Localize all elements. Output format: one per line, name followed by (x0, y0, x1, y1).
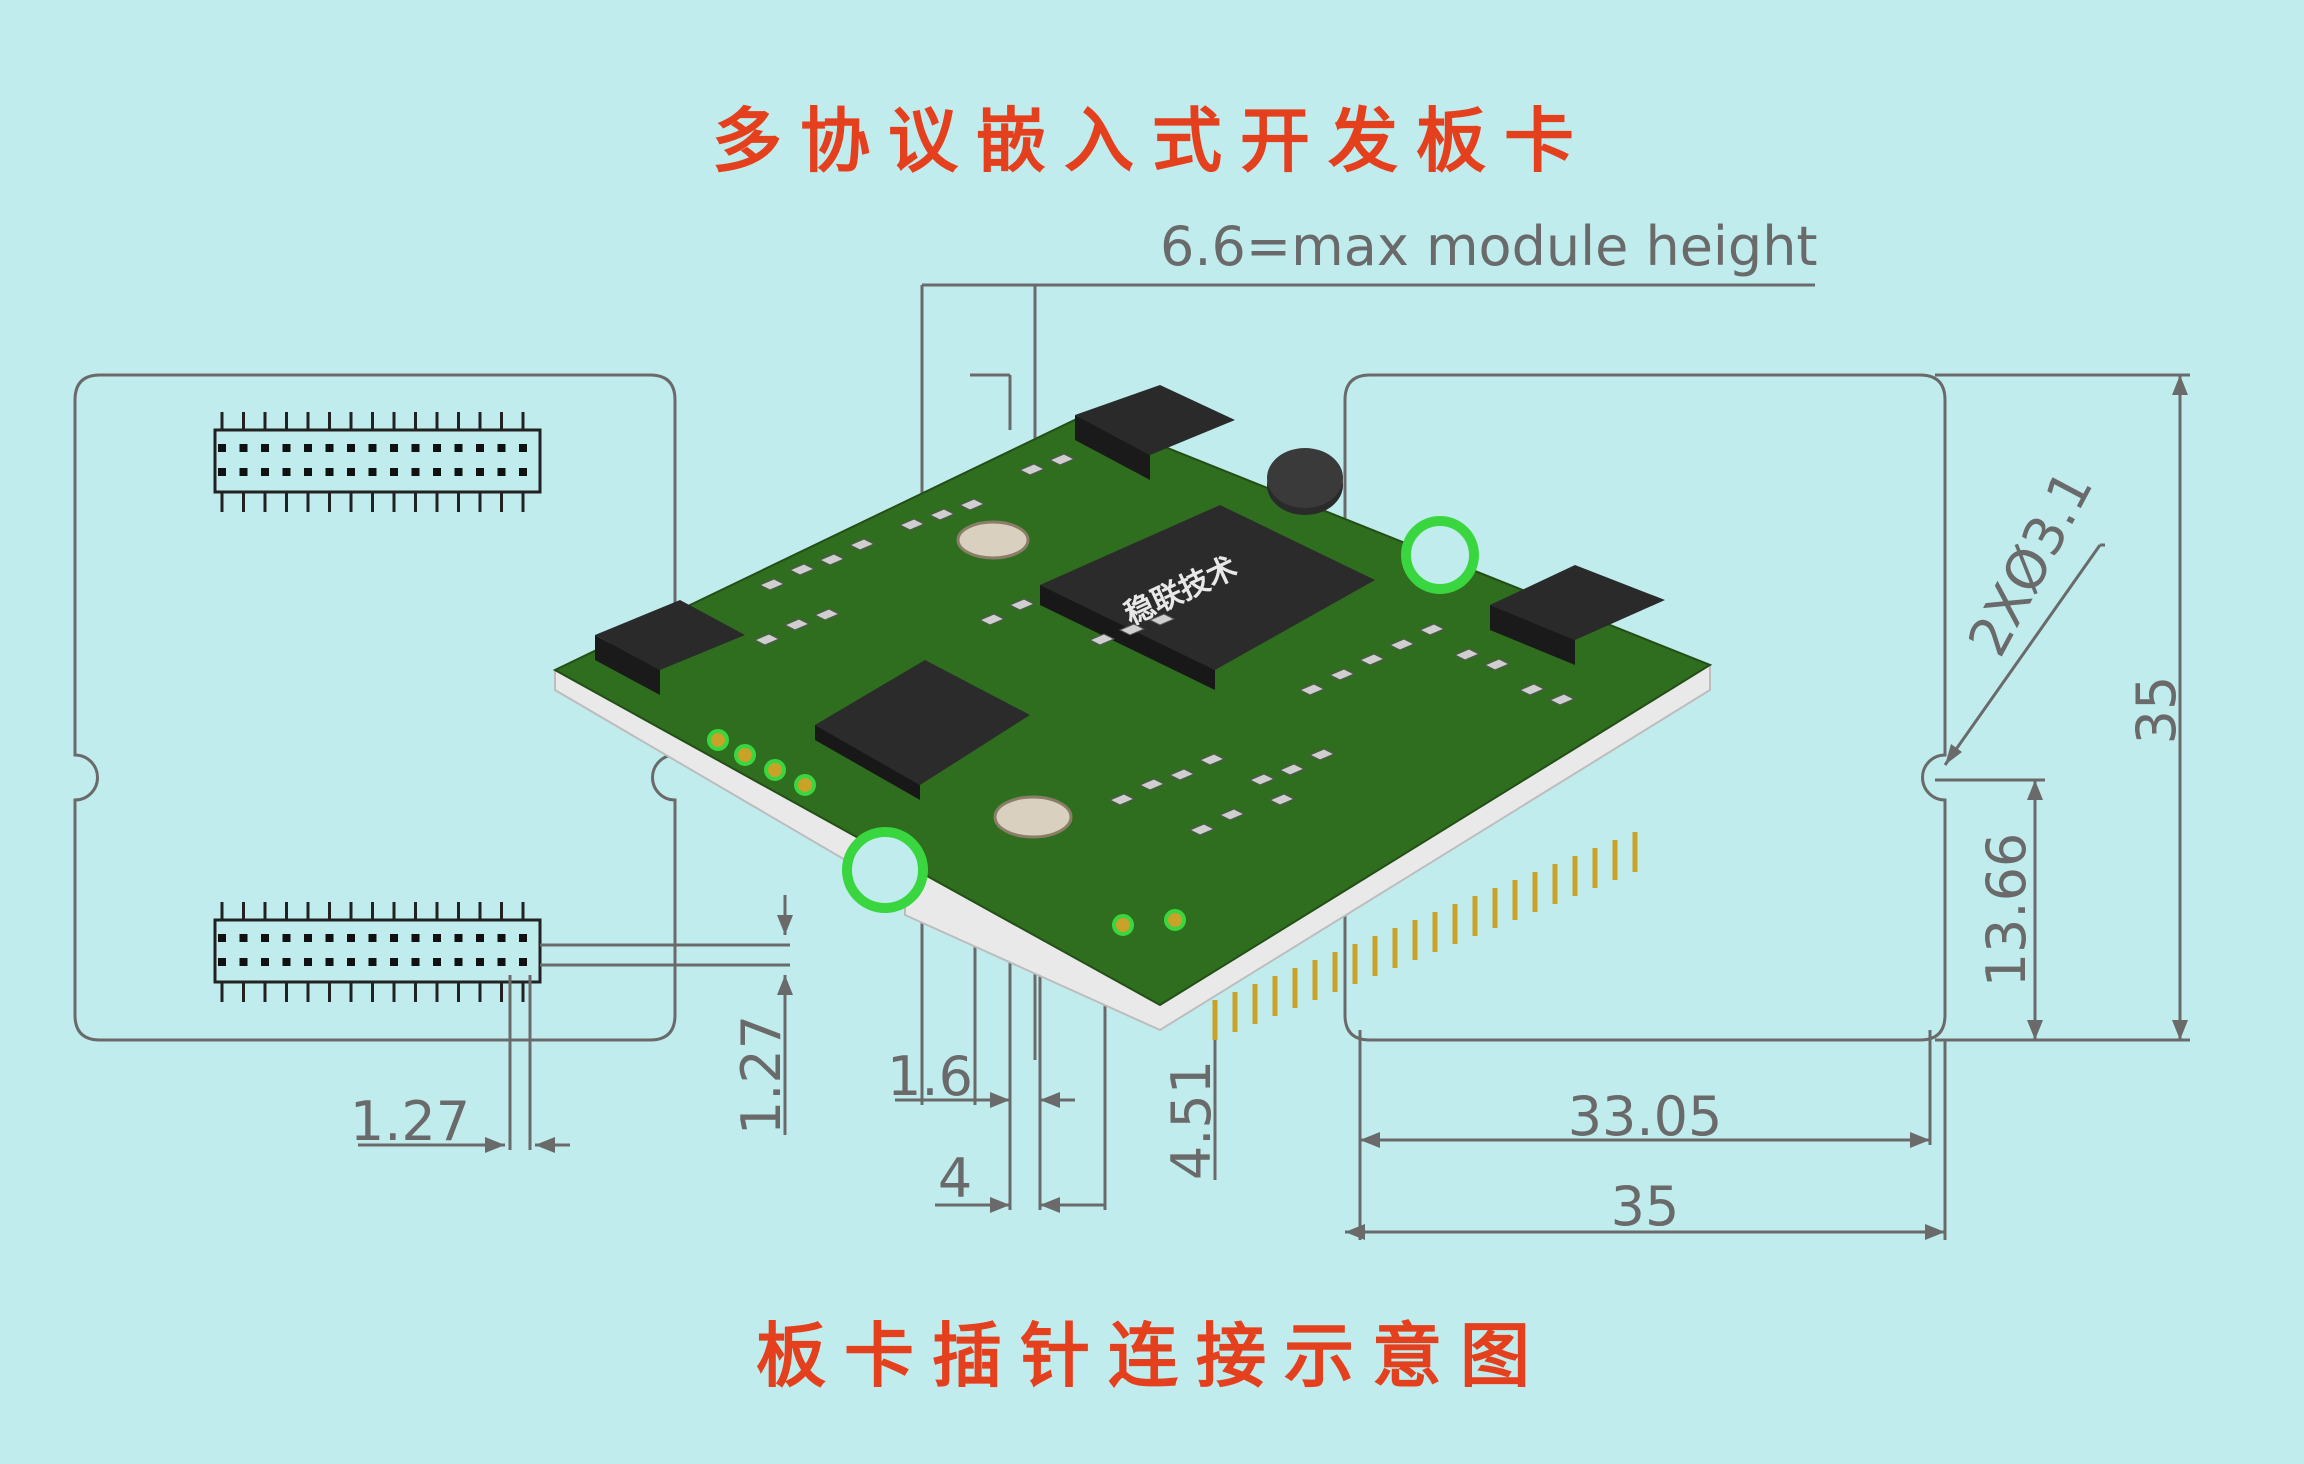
ic-power-left (595, 600, 745, 695)
dim-pin-total: 4.51 (1160, 1060, 1223, 1180)
dim-pin-pitch-h: 1.27 (350, 1090, 470, 1153)
dim-height-outer: 35 (2125, 676, 2188, 745)
dim-max-height: 6.6=max module height (1160, 215, 1818, 278)
left-dimension-lines (358, 895, 790, 1150)
crystal-oscillators (956, 520, 1073, 839)
right-dimension-lines (1345, 373, 2190, 1240)
dim-width-outer: 35 (1611, 1175, 1680, 1238)
dim-hole-offset: 13.66 (1975, 833, 2038, 988)
pcb-module: 稳联技术 (552, 385, 1713, 1040)
pin-header-top (213, 412, 542, 512)
ic-power-right (1490, 565, 1665, 665)
module-pins (1212, 832, 1638, 1040)
dim-pin-length: 4 (938, 1147, 972, 1210)
caption: 板卡插针连接示意图 (756, 1315, 1548, 1397)
page-title: 多协议嵌入式开发板卡 (712, 100, 1592, 182)
passive-components (707, 453, 1576, 936)
inductor (1267, 448, 1343, 515)
dimension-arrows (485, 375, 2188, 1240)
ic-power-top (1075, 385, 1235, 480)
pin-header-bottom (213, 902, 542, 1002)
dim-pin-pitch-v: 1.27 (730, 1015, 793, 1135)
dim-width-inner: 33.05 (1568, 1085, 1723, 1148)
dim-holes: 2XØ3.1 (1956, 460, 2105, 666)
secondary-chip (815, 660, 1030, 800)
dim-pcb-thickness: 1.6 (887, 1045, 973, 1108)
main-processor-chip: 稳联技术 (1040, 505, 1375, 690)
